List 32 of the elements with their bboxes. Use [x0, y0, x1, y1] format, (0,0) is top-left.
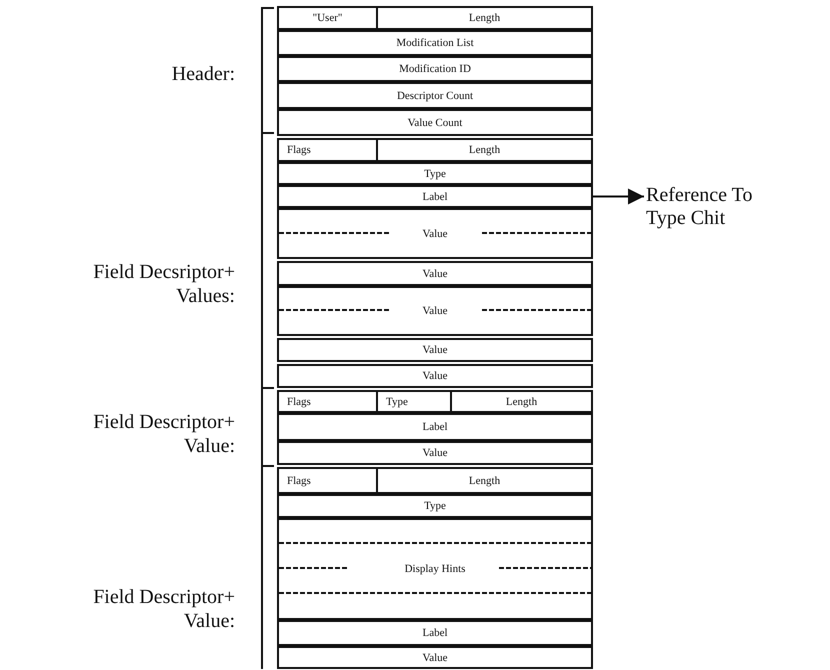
- field-cell: Value: [277, 364, 593, 388]
- field-cell: Length: [376, 467, 593, 494]
- field-cell: Value: [277, 646, 593, 669]
- section-label: Header:: [170, 62, 235, 86]
- field-cell: Value Count: [277, 109, 593, 136]
- field-cell: Value: [277, 286, 593, 336]
- field-cell: Modification ID: [277, 56, 593, 82]
- reference-text: Reference To Type Chit: [646, 184, 796, 230]
- field-cell: Flags: [277, 390, 378, 413]
- field-cell: Descriptor Count: [277, 82, 593, 109]
- section-label: Field Descriptor+ Value:: [92, 410, 235, 458]
- arrow: [593, 188, 644, 204]
- field-cell: Length: [376, 6, 593, 30]
- field-cell: Flags: [277, 467, 378, 494]
- field-cell: Display Hints: [277, 518, 593, 620]
- field-cell: Type: [376, 390, 452, 413]
- field-cell: Label: [277, 413, 593, 441]
- field-cell: Length: [450, 390, 593, 413]
- field-cell: Label: [277, 185, 593, 208]
- field-cell: Type: [277, 162, 593, 185]
- field-cell: Type: [277, 494, 593, 518]
- field-cell: Value: [277, 441, 593, 465]
- field-cell: Length: [376, 138, 593, 162]
- field-cell: Value: [277, 338, 593, 362]
- field-cell: Flags: [277, 138, 378, 162]
- field-cell: Value: [277, 261, 593, 286]
- section-label: Field Descriptor+ Value:: [92, 585, 235, 633]
- field-cell: Label: [277, 620, 593, 646]
- field-cell: "User": [277, 6, 378, 30]
- section-label: Field Decsriptor+ Values:: [92, 260, 235, 308]
- field-cell: Modification List: [277, 30, 593, 56]
- field-cell: Value: [277, 208, 593, 259]
